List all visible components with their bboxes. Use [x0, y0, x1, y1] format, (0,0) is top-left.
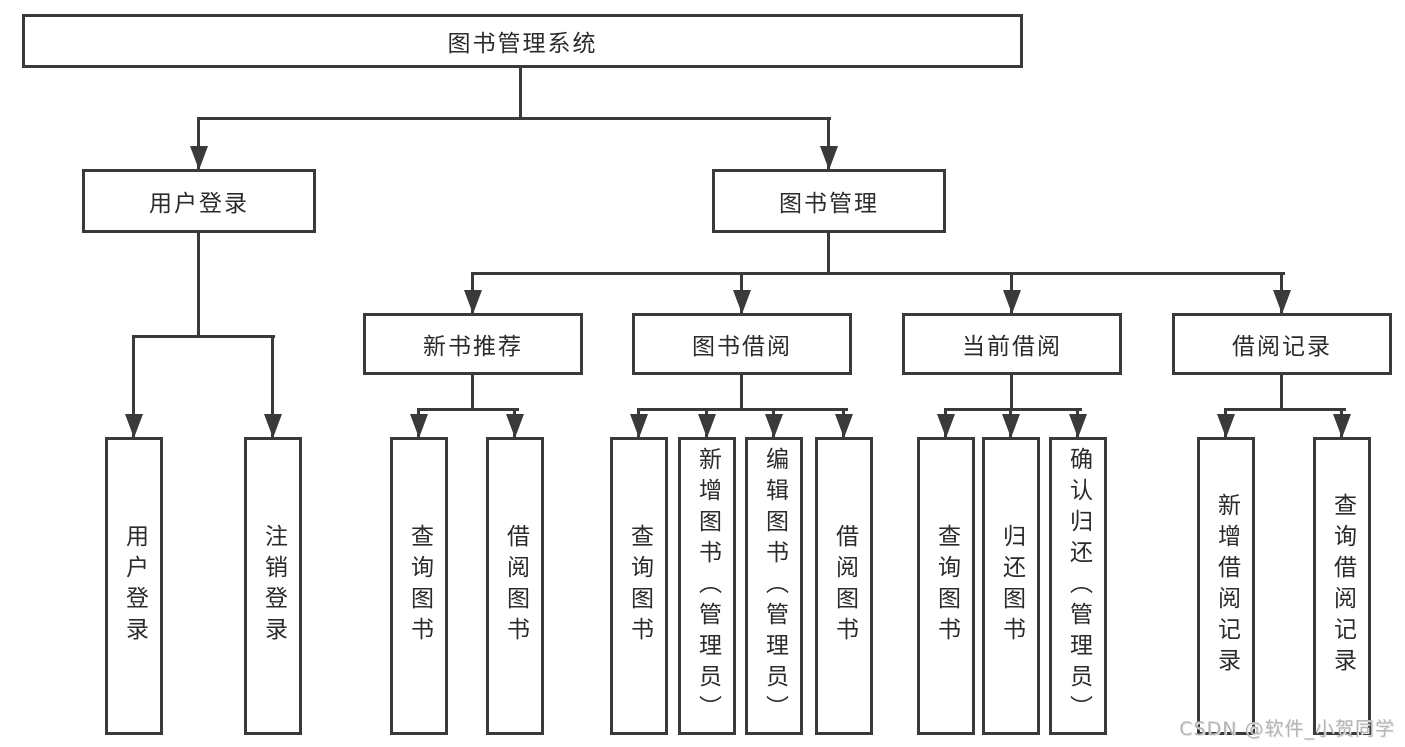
connector-line: [271, 335, 274, 437]
arrowhead-icon: [765, 414, 783, 438]
connector-line: [132, 335, 135, 437]
leaf-query-books-borrow: 查询图书: [610, 437, 668, 735]
connector-line: [132, 335, 275, 338]
connector-line: [637, 408, 848, 411]
arrowhead-icon: [506, 414, 524, 438]
node-label: 图书借阅: [692, 334, 792, 360]
arrowhead-icon: [630, 414, 648, 438]
arrowhead-icon: [1273, 290, 1291, 314]
connector-line: [827, 233, 830, 275]
node-user-login: 用户登录: [82, 169, 316, 233]
node-root-system: 图书管理系统: [22, 14, 1023, 68]
node-label: 新书推荐: [423, 334, 523, 360]
arrowhead-icon: [264, 414, 282, 438]
arrowhead-icon: [1069, 414, 1087, 438]
connector-line: [519, 67, 522, 118]
arrowhead-icon: [1003, 290, 1021, 314]
connector-line: [197, 233, 200, 335]
node-root-label: 图书管理系统: [447, 31, 598, 57]
leaf-add-books-admin: 新增图书（管理员）: [678, 437, 736, 735]
leaf-label: 编辑图书（管理员）: [761, 446, 788, 726]
csdn-watermark: CSDN @软件_小贺同学: [1179, 718, 1395, 740]
leaf-label: 确认归还（管理员）: [1065, 446, 1092, 726]
leaf-user-login: 用户登录: [105, 437, 163, 735]
connector-line: [471, 375, 474, 411]
leaf-label: 查询图书: [626, 524, 653, 648]
leaf-label: 注销登录: [260, 524, 287, 648]
arrowhead-icon: [937, 414, 955, 438]
node-label: 用户登录: [149, 191, 249, 217]
leaf-borrow-books-recommend: 借阅图书: [486, 437, 544, 735]
leaf-label: 新增图书（管理员）: [694, 446, 721, 726]
leaf-label: 查询借阅记录: [1329, 493, 1356, 679]
arrowhead-icon: [698, 414, 716, 438]
arrowhead-icon: [835, 414, 853, 438]
connector-line: [827, 117, 830, 169]
leaf-label: 查询图书: [406, 524, 433, 648]
arrowhead-icon: [1002, 414, 1020, 438]
leaf-label: 借阅图书: [831, 524, 858, 648]
node-book-management: 图书管理: [712, 169, 946, 233]
connector-line: [740, 375, 743, 411]
arrowhead-icon: [820, 146, 838, 170]
arrowhead-icon: [410, 414, 428, 438]
connector-line: [471, 272, 1285, 275]
leaf-logout: 注销登录: [244, 437, 302, 735]
arrowhead-icon: [190, 146, 208, 170]
connector-line: [197, 117, 831, 120]
leaf-label: 借阅图书: [502, 524, 529, 648]
arrowhead-icon: [464, 290, 482, 314]
leaf-label: 用户登录: [121, 524, 148, 648]
leaf-label: 新增借阅记录: [1213, 493, 1240, 679]
node-label: 图书管理: [779, 191, 879, 217]
leaf-add-borrow-record: 新增借阅记录: [1197, 437, 1255, 735]
leaf-borrow-books: 借阅图书: [815, 437, 873, 735]
node-new-book-recommend: 新书推荐: [363, 313, 583, 375]
connector-line: [944, 408, 1082, 411]
node-current-borrow: 当前借阅: [902, 313, 1122, 375]
connector-line: [1010, 375, 1013, 411]
leaf-query-books-recommend: 查询图书: [390, 437, 448, 735]
leaf-label: 归还图书: [998, 524, 1025, 648]
node-label: 当前借阅: [962, 334, 1062, 360]
leaf-label: 查询图书: [933, 524, 960, 648]
connector-line: [1224, 408, 1346, 411]
leaf-query-books-current: 查询图书: [917, 437, 975, 735]
leaf-query-borrow-record: 查询借阅记录: [1313, 437, 1371, 735]
leaf-edit-books-admin: 编辑图书（管理员）: [745, 437, 803, 735]
arrowhead-icon: [1217, 414, 1235, 438]
connector-line: [1280, 375, 1283, 411]
connector-line: [197, 117, 200, 169]
node-borrow-records: 借阅记录: [1172, 313, 1392, 375]
leaf-return-books: 归还图书: [982, 437, 1040, 735]
connector-line: [417, 408, 519, 411]
node-book-borrow: 图书借阅: [632, 313, 852, 375]
node-label: 借阅记录: [1232, 334, 1332, 360]
arrowhead-icon: [733, 290, 751, 314]
arrowhead-icon: [1333, 414, 1351, 438]
arrowhead-icon: [125, 414, 143, 438]
leaf-confirm-return-admin: 确认归还（管理员）: [1049, 437, 1107, 735]
